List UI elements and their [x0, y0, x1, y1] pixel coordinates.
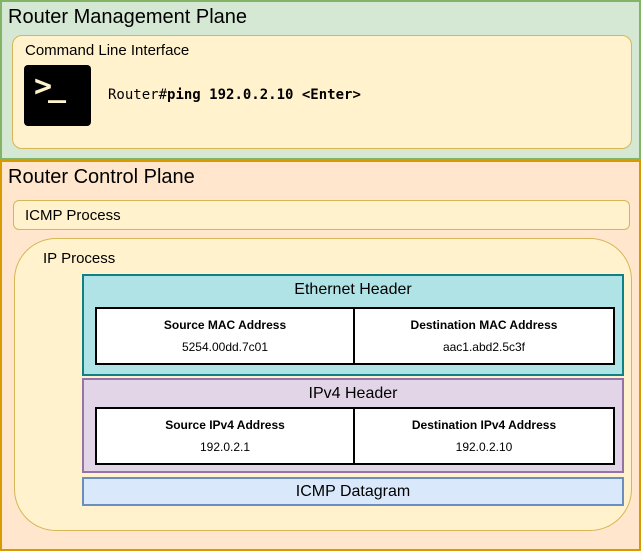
- ethernet-header-title: Ethernet Header: [294, 281, 412, 298]
- field-label: Destination IPv4 Address: [411, 418, 557, 432]
- destination-ipv4-cell: Destination IPv4 Address 192.0.2.10: [355, 409, 613, 463]
- cli-panel-title: Command Line Interface: [25, 42, 190, 59]
- source-mac-cell: Source MAC Address 5254.00dd.7c01: [97, 309, 355, 363]
- cli-command-line: Router#ping 192.0.2.10 <Enter>: [108, 86, 361, 104]
- field-value: 5254.00dd.7c01: [181, 340, 269, 354]
- cli-panel: Command Line Interface >_ Router#ping 19…: [12, 35, 632, 149]
- ip-process-title: IP Process: [43, 250, 116, 267]
- ipv4-header-title: IPv4 Header: [308, 385, 398, 402]
- field-value: aac1.abd2.5c3f: [442, 340, 526, 354]
- cli-command-text: ping 192.0.2.10 <Enter>: [167, 87, 361, 103]
- field-label: Source IPv4 Address: [165, 418, 285, 432]
- terminal-icon: >_: [24, 65, 91, 126]
- icmp-process-title: ICMP Process: [25, 206, 121, 224]
- field-label: Source MAC Address: [163, 318, 287, 332]
- field-value: 192.0.2.10: [455, 440, 513, 454]
- router-control-plane: Router Control Plane ICMP Process IP Pro…: [0, 160, 641, 551]
- terminal-prompt-glyph: >_: [34, 69, 66, 104]
- icmp-process-panel: ICMP Process: [13, 200, 630, 230]
- field-value: 192.0.2.1: [199, 440, 251, 454]
- icmp-datagram-panel: ICMP Datagram: [82, 477, 624, 506]
- ethernet-fields-table: Source MAC Address 5254.00dd.7c01 Destin…: [95, 307, 615, 365]
- cli-prompt: Router#: [108, 87, 168, 103]
- router-management-plane: Router Management Plane Command Line Int…: [0, 0, 641, 160]
- management-plane-title: Router Management Plane: [8, 6, 248, 28]
- source-ipv4-cell: Source IPv4 Address 192.0.2.1: [97, 409, 355, 463]
- ipv4-header-panel: IPv4 Header Source IPv4 Address 192.0.2.…: [82, 378, 624, 473]
- ethernet-header-panel: Ethernet Header Source MAC Address 5254.…: [82, 274, 624, 376]
- ipv4-fields-table: Source IPv4 Address 192.0.2.1 Destinatio…: [95, 407, 615, 465]
- icmp-datagram-title: ICMP Datagram: [295, 482, 411, 500]
- ip-process-panel: IP Process Ethernet Header Source MAC Ad…: [14, 238, 632, 531]
- control-plane-title: Router Control Plane: [8, 166, 195, 188]
- destination-mac-cell: Destination MAC Address aac1.abd2.5c3f: [355, 309, 613, 363]
- field-label: Destination MAC Address: [410, 318, 558, 332]
